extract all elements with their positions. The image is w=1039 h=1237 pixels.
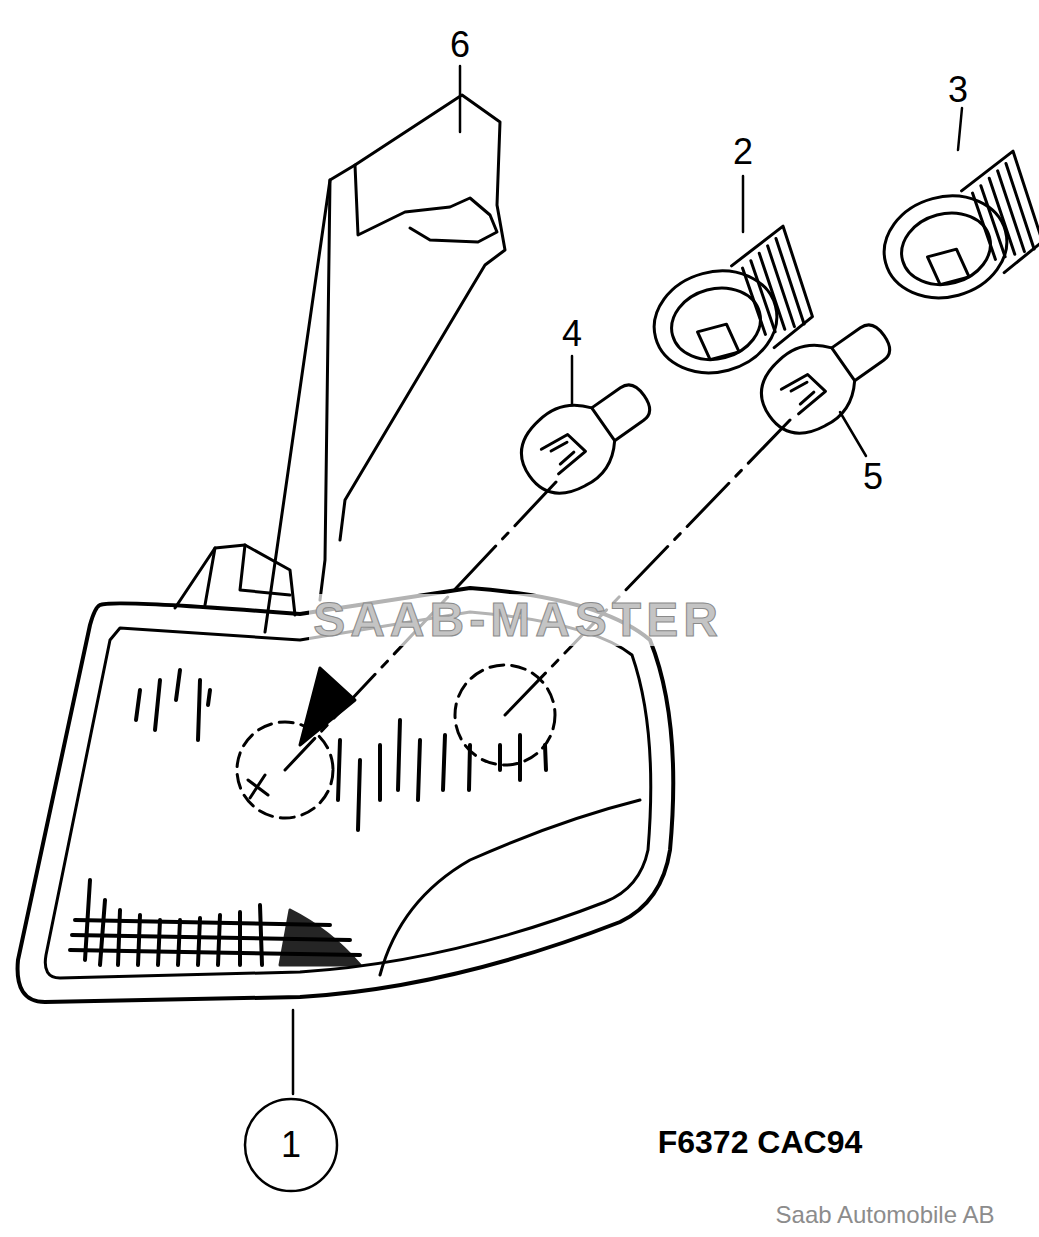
watermark: SAAB-MASTER [309, 594, 727, 646]
callout-number: 3 [948, 72, 968, 108]
figure-code: F6372 CAC94 [658, 1126, 863, 1158]
callout-number: 4 [562, 316, 582, 352]
callout-number: 1 [281, 1124, 301, 1166]
callout-number: 6 [450, 27, 470, 63]
copyright-note: Saab Automobile AB [776, 1203, 995, 1227]
callout-number: 2 [733, 134, 753, 170]
callout-circle: 1 [243, 1097, 339, 1193]
callout-number: 5 [863, 459, 883, 495]
